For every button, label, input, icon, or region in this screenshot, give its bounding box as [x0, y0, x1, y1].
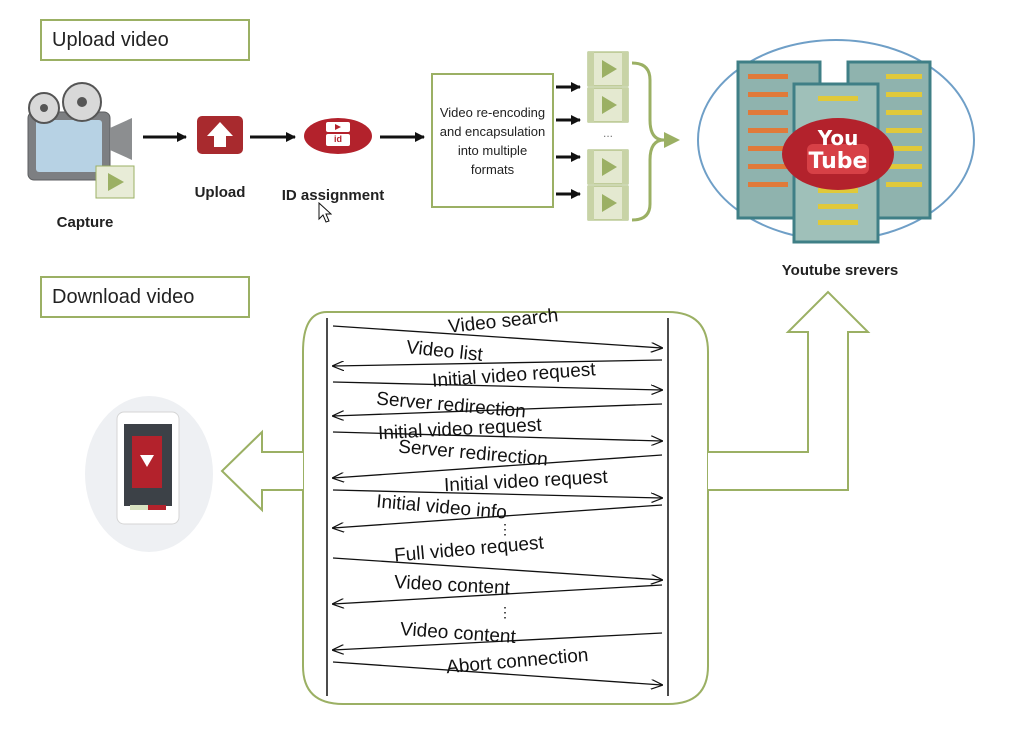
- message-arrow: [333, 632, 663, 650]
- video-format-icon: [587, 51, 629, 87]
- message-arrow: [333, 584, 663, 604]
- download-sequence-frame: [302, 311, 709, 705]
- smartphone-icon: [116, 411, 180, 525]
- video-format-icon: [587, 185, 629, 221]
- download-section-title: Download video: [40, 276, 250, 318]
- upload-icon: [197, 116, 243, 154]
- reencoding-box: Video re-encoding and encapsulation into…: [431, 73, 554, 208]
- id-badge-icon: [304, 118, 372, 154]
- to-phone-arrow: [220, 429, 303, 513]
- sequence-ellipsis: ⋮: [498, 521, 512, 537]
- upload-section-title: Upload video: [40, 19, 250, 61]
- youtube-logo: [782, 118, 894, 190]
- reencoding-text: Video re-encoding and encapsulation into…: [439, 104, 546, 177]
- mouse-cursor-icon: [318, 202, 332, 223]
- id-assignment-label: ID assignment: [281, 187, 385, 204]
- message-arrow: [332, 325, 662, 348]
- upload-label: Upload: [194, 184, 246, 201]
- message-arrow: [333, 359, 663, 366]
- message-arrow: [332, 489, 662, 498]
- youtube-logo-bottom: Tube: [808, 149, 868, 174]
- capture-label: Capture: [56, 214, 114, 231]
- message-arrow: [333, 454, 663, 478]
- message-arrow: [332, 557, 662, 580]
- format-ellipsis: ...: [602, 126, 613, 140]
- film-camera-icon: [27, 82, 135, 199]
- message-arrows: [332, 325, 663, 685]
- video-format-icon: [587, 149, 629, 185]
- message-arrow: [333, 504, 663, 528]
- video-format-icon: [587, 87, 629, 123]
- to-servers-arrow: [708, 290, 871, 491]
- message-arrow: [332, 381, 662, 390]
- youtube-servers-label: Youtube srevers: [781, 262, 899, 279]
- format-bracket: [631, 61, 665, 222]
- message-arrow: [332, 661, 662, 685]
- sequence-ellipsis: ⋮: [498, 604, 512, 620]
- youtube-logo-top: You: [817, 126, 859, 150]
- message-arrow: [333, 403, 663, 416]
- id-badge-text: id: [334, 134, 342, 144]
- message-arrow: [332, 431, 662, 441]
